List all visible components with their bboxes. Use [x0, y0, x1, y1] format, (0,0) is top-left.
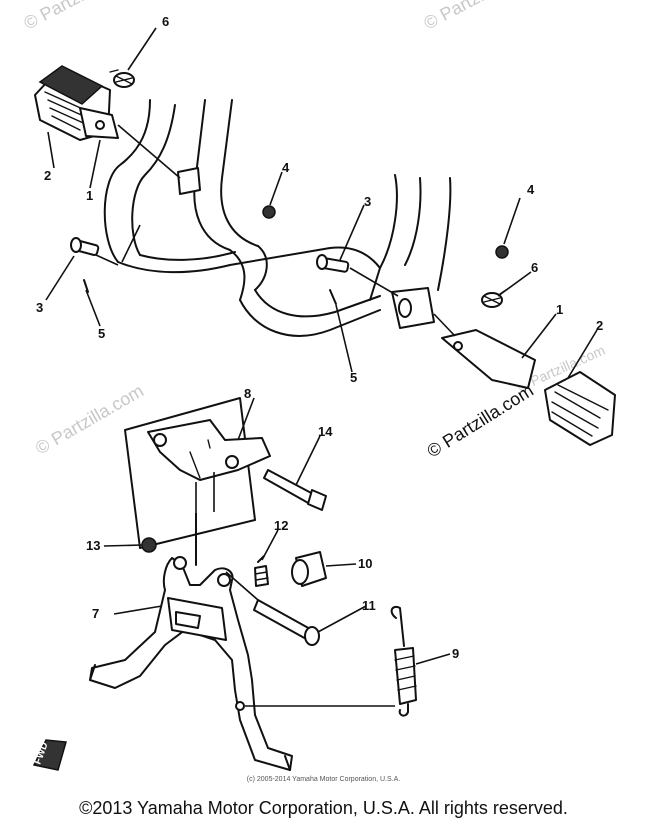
cotter-pin-right [329, 289, 337, 305]
callout-10: 10 [358, 556, 372, 571]
callout-12: 12 [274, 518, 288, 533]
right-footrest [441, 329, 616, 446]
nut-13 [141, 537, 157, 553]
callout-13: 13 [86, 538, 100, 553]
callout-5-left: 5 [98, 326, 105, 341]
callout-2-left: 2 [44, 168, 51, 183]
pin-right [316, 254, 350, 273]
stand-bracket [124, 397, 271, 549]
fwd-arrow-icon: FWD [32, 739, 67, 771]
callout-1-left: 1 [86, 188, 93, 203]
footer-copyright: ©2013 Yamaha Motor Corporation, U.S.A. A… [79, 798, 568, 818]
callout-1-right: 1 [556, 302, 563, 317]
callout-5-right: 5 [350, 370, 357, 385]
washer-right [495, 245, 509, 259]
main-stand [89, 512, 293, 771]
callout-6-left: 6 [162, 14, 169, 29]
bolt-14 [263, 469, 327, 511]
callout-2-right: 2 [596, 318, 603, 333]
callout-4-right: 4 [527, 182, 535, 197]
callout-7: 7 [92, 606, 99, 621]
left-footrest [34, 65, 119, 141]
callout-8: 8 [244, 386, 251, 401]
callout-3-left: 3 [36, 300, 43, 315]
frame-tubes [103, 99, 452, 337]
pin-left [70, 237, 100, 257]
watermark-top-right: © Partzilla.com [420, 0, 536, 34]
stand-spring [390, 606, 417, 717]
small-spring-12 [254, 555, 269, 587]
callout-6-right: 6 [531, 260, 538, 275]
callout-4-left: 4 [282, 160, 290, 175]
shaft-11 [253, 599, 320, 646]
callout-3-right: 3 [364, 194, 371, 209]
spring-left [109, 69, 135, 88]
watermark-mid-right-large: © Partzilla.com [424, 380, 537, 461]
washer-left [262, 205, 276, 219]
callout-9: 9 [452, 646, 459, 661]
small-copyright: (c) 2005-2014 Yamaha Motor Corporation, … [246, 776, 401, 783]
watermark-mid-left: © Partzilla.com [32, 380, 147, 458]
callout-14: 14 [318, 424, 333, 439]
callout-11: 11 [362, 598, 376, 613]
cotter-pin-left [83, 279, 89, 293]
stopper-10 [291, 551, 327, 587]
watermark-top-left: © Partzilla.com [20, 0, 136, 34]
parts-diagram: © Partzilla.com © Partzilla.com © Partzi… [20, 0, 616, 771]
